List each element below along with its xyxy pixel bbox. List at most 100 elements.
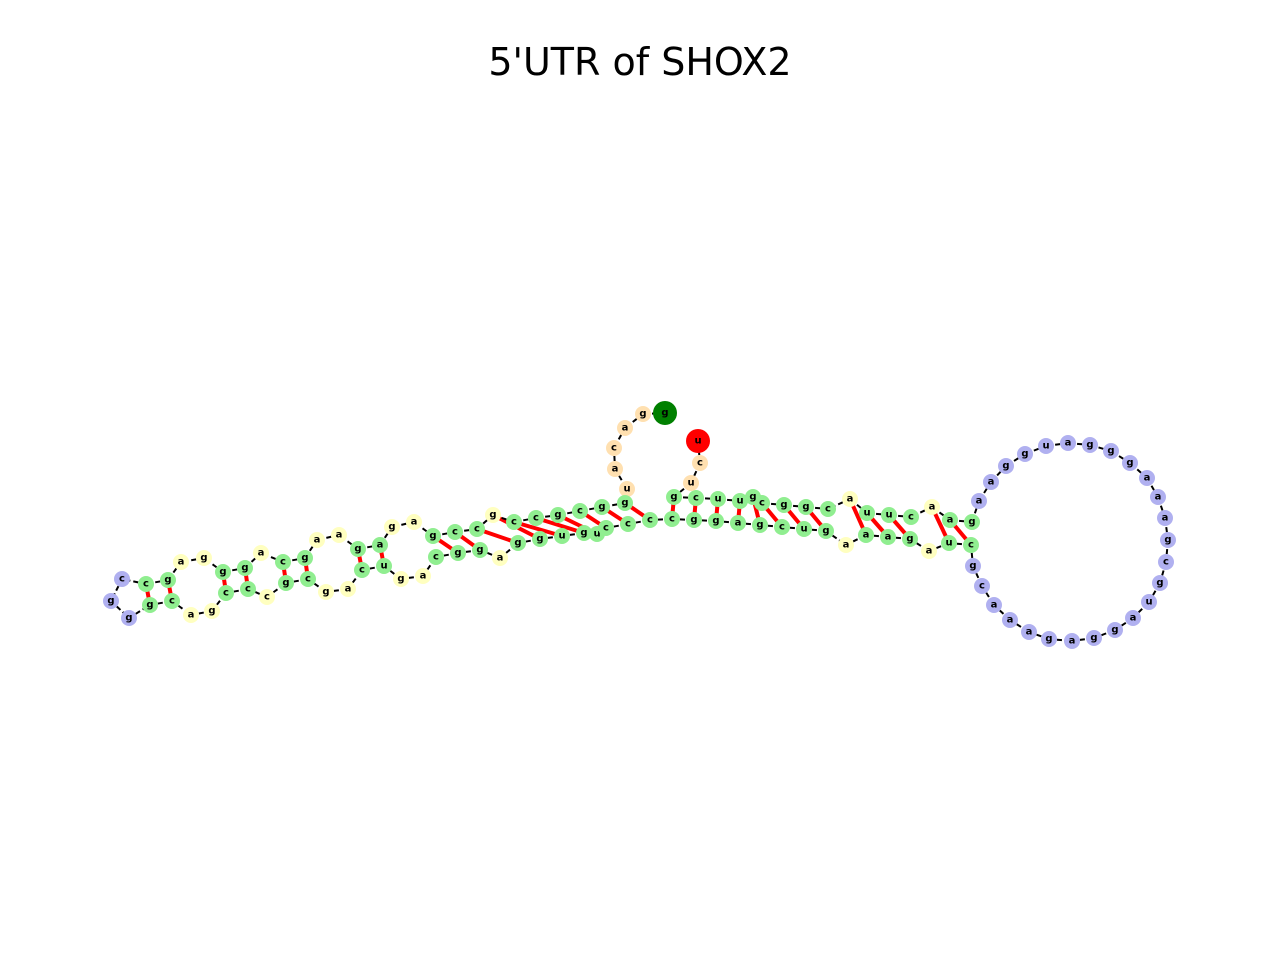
nucleotide-108: u bbox=[859, 505, 875, 521]
nucleotide-56: u bbox=[554, 528, 570, 544]
nucleotide-25: a bbox=[253, 545, 269, 561]
nucleotide-117: c bbox=[688, 490, 704, 506]
nucleotide-61: c bbox=[642, 512, 658, 528]
nucleotide-node bbox=[554, 528, 570, 544]
nucleotide-node bbox=[121, 610, 137, 626]
nucleotide-5: a bbox=[607, 461, 623, 477]
nucleotide-node bbox=[983, 474, 999, 490]
nucleotide-node bbox=[774, 519, 790, 535]
nucleotide-node bbox=[469, 521, 485, 537]
nucleotide-node bbox=[237, 560, 253, 576]
nucleotide-node bbox=[924, 499, 940, 515]
nucleotide-label: g bbox=[598, 502, 605, 513]
nucleotide-node bbox=[683, 475, 699, 491]
nucleotide-node bbox=[859, 505, 875, 521]
nucleotide-label: c bbox=[305, 574, 311, 585]
nucleotide-label: g bbox=[670, 492, 677, 503]
nucleotide-99: g bbox=[1017, 446, 1033, 462]
nucleotide-node bbox=[114, 571, 130, 587]
nucleotide-11: c bbox=[528, 510, 544, 526]
nucleotide-96: g bbox=[1082, 437, 1098, 453]
nucleotide-68: u bbox=[796, 521, 812, 537]
nucleotide-3: a bbox=[617, 420, 633, 436]
nucleotide-node bbox=[664, 511, 680, 527]
nucleotide-label: g bbox=[1107, 446, 1114, 457]
nucleotide-node bbox=[1041, 631, 1057, 647]
nucleotide-node bbox=[688, 490, 704, 506]
nucleotide-node bbox=[710, 491, 726, 507]
nucleotide-label: c bbox=[669, 514, 675, 525]
nucleotide-node bbox=[1122, 455, 1138, 471]
nucleotide-8: g bbox=[594, 499, 610, 515]
nucleotide-node bbox=[730, 515, 746, 531]
nucleotide-label: a bbox=[314, 535, 321, 546]
nucleotide-label: g bbox=[1156, 578, 1163, 589]
nucleotide-15: c bbox=[447, 524, 463, 540]
nucleotide-39: c bbox=[218, 585, 234, 601]
nucleotide-node bbox=[881, 507, 897, 523]
nucleotide-node bbox=[921, 543, 937, 559]
nucleotide-114: g bbox=[745, 489, 761, 505]
nucleotide-label: a bbox=[947, 515, 954, 526]
nucleotide-37: a bbox=[183, 607, 199, 623]
nucleotide-node bbox=[406, 514, 422, 530]
nucleotide-26: g bbox=[237, 560, 253, 576]
nucleotide-label: u bbox=[694, 436, 701, 447]
nucleotide-node bbox=[309, 532, 325, 548]
nucleotide-22: a bbox=[309, 532, 325, 548]
nucleotide-33: g bbox=[103, 593, 119, 609]
nucleotide-label: a bbox=[258, 548, 265, 559]
nucleotide-12: c bbox=[506, 514, 522, 530]
nucleotide-label: c bbox=[603, 523, 609, 534]
nucleotide-label: a bbox=[863, 530, 870, 541]
nucleotide-label: g bbox=[661, 408, 668, 419]
nucleotide-98: u bbox=[1038, 438, 1054, 454]
nucleotide-node bbox=[903, 509, 919, 525]
nucleotide-29: a bbox=[173, 554, 189, 570]
nucleotide-101: a bbox=[983, 474, 999, 490]
nucleotide-label: c bbox=[611, 443, 617, 454]
backbone-layer bbox=[110, 412, 1169, 642]
nucleotide-node bbox=[964, 514, 980, 530]
nucleotide-node bbox=[300, 571, 316, 587]
nucleotide-label: g bbox=[164, 575, 171, 586]
nucleotide-node bbox=[842, 491, 858, 507]
nucleotide-label: c bbox=[280, 557, 286, 568]
nucleotide-node bbox=[1086, 630, 1102, 646]
nucleotide-4: c bbox=[606, 440, 622, 456]
nucleotide-label: g bbox=[780, 500, 787, 511]
nucleotide-node bbox=[528, 510, 544, 526]
nucleotide-label: u bbox=[800, 524, 807, 535]
nucleotide-node bbox=[1038, 438, 1054, 454]
nucleotide-51: g bbox=[450, 545, 466, 561]
nucleotide-node bbox=[617, 420, 633, 436]
nucleotide-115: u bbox=[732, 493, 748, 509]
nucleotide-node bbox=[620, 516, 636, 532]
nucleotide-node bbox=[240, 581, 256, 597]
nucleotide-label: g bbox=[476, 545, 483, 556]
nucleotide-label: c bbox=[625, 519, 631, 530]
nucleotide-node bbox=[708, 513, 724, 529]
nucleotide-label: c bbox=[474, 524, 480, 535]
nucleotide-node bbox=[297, 550, 313, 566]
nucleotide-label: g bbox=[219, 567, 226, 578]
nucleotide-38: g bbox=[204, 603, 220, 619]
nucleotide-label: a bbox=[843, 540, 850, 551]
nucleotide-node bbox=[1152, 575, 1168, 591]
nucleotide-label: u bbox=[593, 529, 600, 540]
nucleotide-label: g bbox=[554, 510, 561, 521]
nucleotide-66: g bbox=[752, 517, 768, 533]
nucleotide-43: c bbox=[300, 571, 316, 587]
nucleotide-node bbox=[532, 531, 548, 547]
nucleotide-node bbox=[606, 440, 622, 456]
nucleotide-node bbox=[902, 531, 918, 547]
nucleotide-84: g bbox=[1086, 630, 1102, 646]
nucleotide-node bbox=[393, 571, 409, 587]
nucleotide-41: c bbox=[259, 589, 275, 605]
nucleotide-node bbox=[798, 499, 814, 515]
nucleotide-node bbox=[776, 497, 792, 513]
nucleotide-label: u bbox=[380, 561, 387, 572]
nucleotide-label: g bbox=[1126, 458, 1133, 469]
nucleotide-label: u bbox=[1042, 441, 1049, 452]
nucleotide-label: c bbox=[979, 581, 985, 592]
